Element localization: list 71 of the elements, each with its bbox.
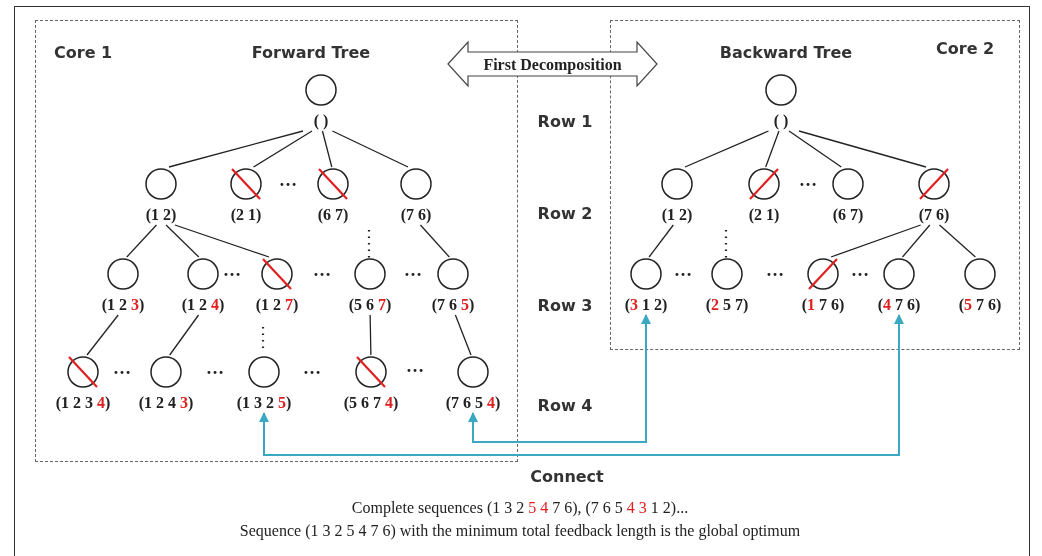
tree-branch-line bbox=[648, 224, 674, 258]
sequence-label: (1 2) bbox=[145, 206, 177, 224]
ellipsis-mark: … bbox=[851, 259, 869, 281]
caption-text: Complete sequences (1 3 2 5 4 7 6), (7 6 5 4 3 1 2)... bbox=[351, 499, 689, 517]
ellipsis-mark: … bbox=[406, 355, 424, 377]
tree-branch-line bbox=[321, 130, 333, 168]
ellipsis-mark: … bbox=[766, 259, 784, 281]
connector-arrow bbox=[468, 314, 651, 443]
sequence-label: (3 1 2) bbox=[624, 296, 668, 314]
sequence-label: (6 7) bbox=[832, 206, 864, 224]
sequence-label: ( ) bbox=[313, 112, 329, 130]
sequence-label: (1 2 7) bbox=[255, 296, 299, 314]
tree-branch-line bbox=[252, 130, 313, 168]
sequence-label: (1 7 6) bbox=[801, 296, 845, 314]
row-label: Row 3 bbox=[537, 295, 593, 315]
tree-branch-line bbox=[798, 130, 927, 168]
row-label: Row 1 bbox=[537, 111, 593, 131]
sequence-label: (5 6 7) bbox=[348, 296, 392, 314]
ellipsis-mark: … bbox=[206, 357, 224, 379]
sequence-label: (6 7) bbox=[317, 206, 349, 224]
edge-label: First Decomposition bbox=[483, 56, 622, 73]
tree-branch-line bbox=[901, 224, 931, 258]
core-label: Core 2 bbox=[936, 39, 995, 58]
sequence-label: (7 6 5 4) bbox=[445, 394, 501, 412]
ellipsis-mark: … bbox=[799, 169, 817, 191]
tree-branch-line bbox=[938, 224, 977, 258]
sequence-label: (7 6) bbox=[918, 206, 950, 224]
tree-branch-line bbox=[419, 224, 450, 258]
sequence-label: (1 3 2 5) bbox=[236, 394, 292, 412]
connect-label: Connect bbox=[530, 466, 604, 486]
sequence-label: (1 2 4) bbox=[181, 296, 225, 314]
sequence-label: (7 6) bbox=[400, 206, 432, 224]
ellipsis-mark: … bbox=[303, 357, 321, 379]
tree-branch-line bbox=[169, 314, 200, 356]
sequence-label: (1 2 4 3) bbox=[138, 394, 194, 412]
sequence-label: (5 6 7 4) bbox=[343, 394, 399, 412]
tree-branch-line bbox=[684, 130, 770, 168]
tree-branch-line bbox=[126, 224, 158, 258]
ellipsis-mark: … bbox=[674, 259, 692, 281]
row-label: Row 4 bbox=[537, 395, 593, 415]
sequence-label: (5 7 6) bbox=[958, 296, 1002, 314]
tree-branch-line bbox=[830, 224, 922, 258]
tree-branch-line bbox=[165, 224, 200, 258]
sequence-label: (1 2 3) bbox=[101, 296, 145, 314]
sequence-label: (2 5 7) bbox=[705, 296, 749, 314]
tree-branch-line bbox=[788, 130, 842, 168]
core-label: Core 1 bbox=[54, 43, 113, 62]
tree-branch-line bbox=[86, 314, 119, 356]
sequence-label: (1 2 3 4) bbox=[55, 394, 111, 412]
ellipsis-mark: … bbox=[223, 259, 241, 281]
sequence-label: (2 1) bbox=[748, 206, 780, 224]
tree-title: Forward Tree bbox=[251, 43, 371, 62]
tree-branch-line bbox=[369, 314, 372, 356]
sequence-label: (1 2) bbox=[661, 206, 693, 224]
tree-title: Backward Tree bbox=[719, 43, 853, 62]
caption-text: Sequence (1 3 2 5 4 7 6) with the minimum total feedback length is the global optimum bbox=[239, 522, 801, 540]
sequence-label: (4 7 6) bbox=[877, 296, 921, 314]
tree-branch-line bbox=[168, 130, 304, 168]
ellipsis-mark: … bbox=[113, 357, 131, 379]
ellipsis-mark: … bbox=[404, 259, 422, 281]
tree-branch-line bbox=[331, 130, 409, 168]
tree-branch-line bbox=[454, 314, 472, 356]
sequence-label: (7 6 5) bbox=[431, 296, 475, 314]
sequence-label: ( ) bbox=[773, 112, 789, 130]
row-label: Row 2 bbox=[537, 203, 593, 223]
tree-branch-line bbox=[174, 224, 270, 258]
sequence-label: (2 1) bbox=[230, 206, 262, 224]
connector-arrow bbox=[259, 314, 904, 456]
tree-branch-line bbox=[765, 130, 780, 168]
ellipsis-mark: … bbox=[313, 259, 331, 281]
ellipsis-mark: … bbox=[279, 169, 297, 191]
